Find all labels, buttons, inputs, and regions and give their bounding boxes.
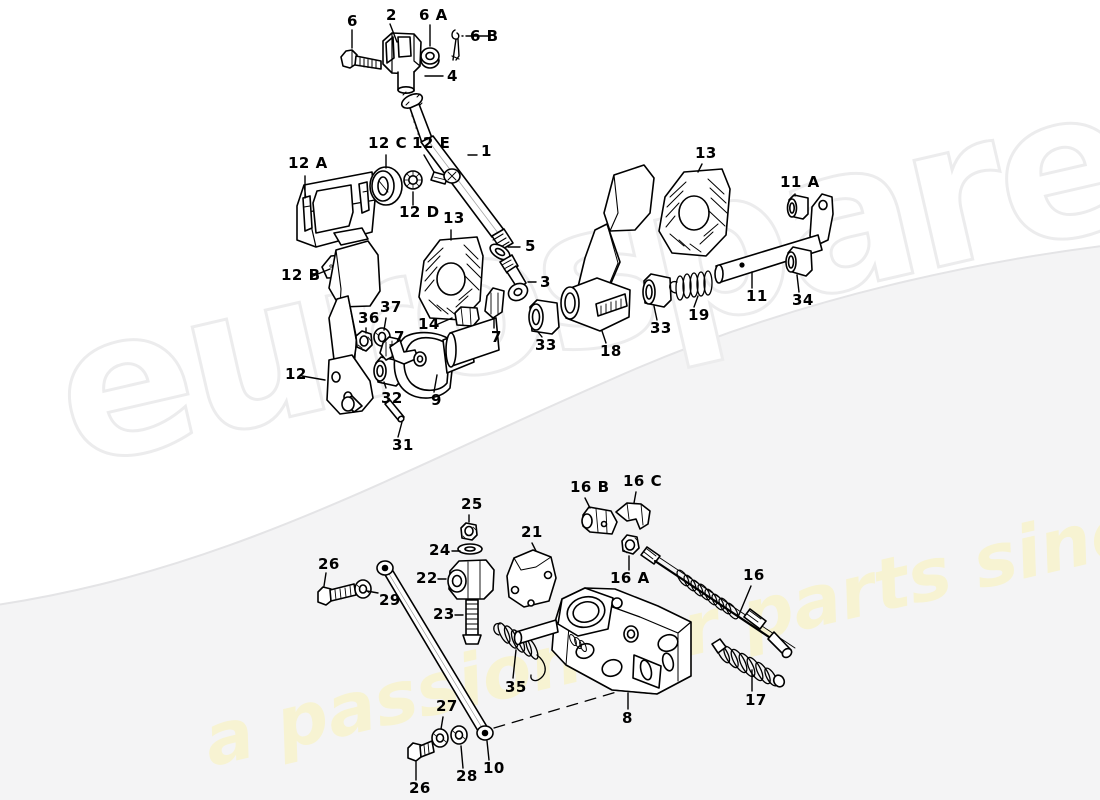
callout-33-right: 33	[650, 319, 672, 337]
callout-8: 8	[622, 709, 633, 727]
callout-12c: 12 C	[368, 134, 408, 152]
part-11-cross-shaft	[714, 193, 834, 284]
part-12c-bushing	[369, 166, 403, 206]
callout-6b: 6 B	[470, 27, 499, 45]
callout-32: 32	[381, 389, 403, 407]
part-27-washer	[431, 728, 449, 748]
callout-28: 28	[456, 767, 478, 785]
part-19-spring	[669, 270, 713, 301]
callout-16c: 16 C	[623, 472, 663, 490]
part-16a-nut	[621, 534, 640, 555]
callout-16a: 16 A	[610, 569, 650, 587]
part-2-clevis	[382, 32, 422, 95]
callout-25: 25	[461, 495, 483, 513]
callout-10: 10	[483, 759, 505, 777]
part-7-clip-right	[484, 287, 505, 319]
callout-24: 24	[429, 541, 451, 559]
part-12d-washer	[403, 170, 423, 190]
part-26-bolt-lower	[407, 740, 435, 762]
callout-36: 36	[358, 309, 380, 327]
callout-13-right: 13	[695, 144, 717, 162]
callout-19: 19	[688, 306, 710, 324]
callout-16b: 16 B	[570, 478, 610, 496]
callout-1: 1	[481, 142, 492, 160]
callout-9: 9	[431, 391, 442, 409]
callout-35: 35	[505, 678, 527, 696]
callout-12b: 12 B	[281, 266, 321, 284]
callout-31: 31	[392, 436, 414, 454]
callout-4: 4	[447, 67, 458, 85]
callout-21: 21	[521, 523, 543, 541]
callout-2: 2	[386, 6, 397, 24]
callout-12e: 12 E	[412, 134, 451, 152]
part-36-nut	[355, 330, 373, 352]
part-24-washer	[457, 543, 483, 555]
callout-7-left: 7	[394, 328, 405, 346]
part-33-bushing-right	[642, 273, 672, 308]
part-18-brake-pedal-arm	[560, 164, 655, 332]
part-23-bolt	[462, 599, 482, 645]
callout-29: 29	[379, 591, 401, 609]
part-12-clutch-pedal-arm	[326, 240, 381, 415]
callout-16: 16	[743, 566, 765, 584]
part-29-washer	[354, 579, 372, 599]
part-34-bushing	[785, 246, 813, 277]
part-12a-pedal-pad	[296, 171, 376, 248]
part-9-bearing-bracket	[389, 317, 500, 399]
part-33-bushing-left	[528, 299, 560, 335]
callout-26-upper: 26	[318, 555, 340, 573]
part-21-cover-plate	[506, 549, 557, 608]
part-3-clevis-pin	[499, 254, 529, 302]
part-14-clip	[454, 306, 480, 327]
part-1-pushrod	[409, 103, 514, 251]
callout-37: 37	[380, 298, 402, 316]
part-22-ball-joint	[447, 559, 495, 600]
callout-12d: 12 D	[399, 203, 440, 221]
callout-34: 34	[792, 291, 814, 309]
callout-6: 6	[347, 12, 358, 30]
callout-22: 22	[416, 569, 438, 587]
part-16c-bracket-clip	[615, 502, 651, 530]
callout-11a: 11 A	[780, 173, 820, 191]
part-6b-clip	[451, 29, 460, 61]
callout-12: 12	[285, 365, 307, 383]
part-28-washer	[450, 725, 468, 745]
callout-12a: 12 A	[288, 154, 328, 172]
callout-33-left: 33	[535, 336, 557, 354]
part-26-bolt-upper	[317, 583, 357, 606]
callout-27: 27	[436, 697, 458, 715]
callout-18: 18	[600, 342, 622, 360]
part-12e-screw	[430, 168, 461, 185]
callout-5: 5	[525, 237, 536, 255]
callout-14: 14	[418, 315, 440, 333]
callout-17: 17	[745, 691, 767, 709]
callout-11: 11	[746, 287, 768, 305]
part-11a-bushing	[786, 194, 809, 220]
callout-6a: 6 A	[419, 6, 448, 24]
part-25-nut	[460, 522, 478, 541]
callout-26-lower: 26	[409, 779, 431, 797]
callout-13-left: 13	[443, 209, 465, 227]
part-16b-connector	[581, 506, 618, 535]
callout-7-right: 7	[491, 328, 502, 346]
callout-23: 23	[433, 605, 455, 623]
callout-3: 3	[540, 273, 551, 291]
part-6a-nut	[420, 47, 440, 69]
part-6-bolt	[340, 49, 382, 70]
part-13-pedal-rubber-right	[658, 168, 731, 257]
